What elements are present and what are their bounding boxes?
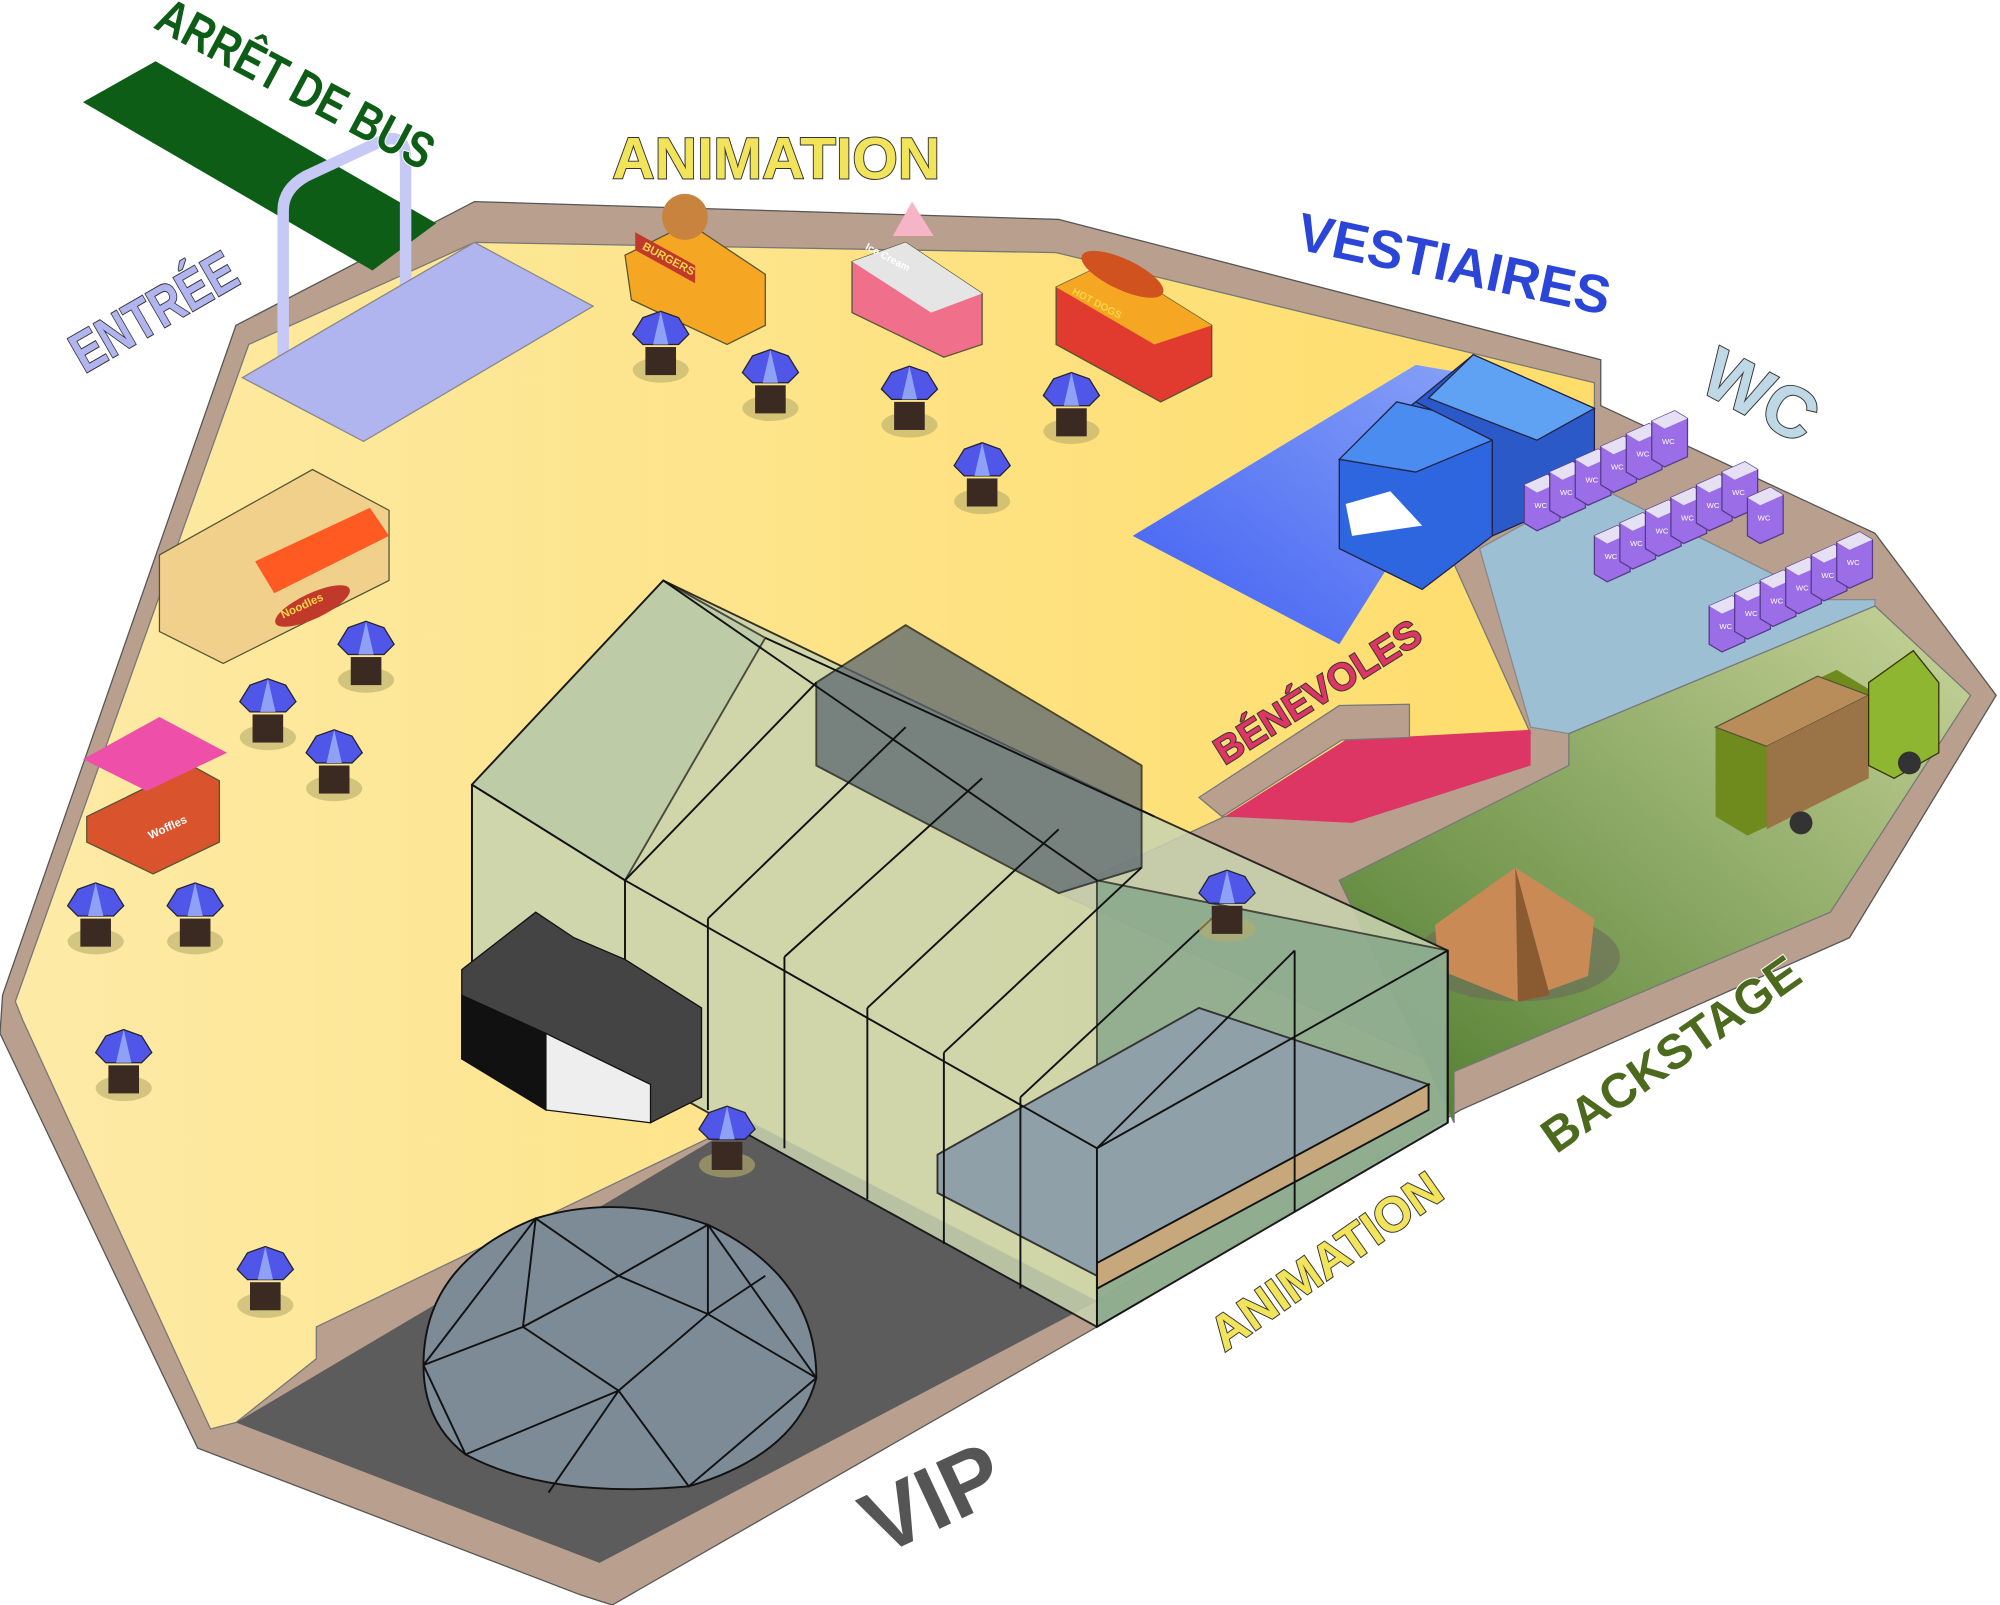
portable-toilet: WC xyxy=(1651,410,1689,468)
umbrella-table xyxy=(953,442,1012,515)
entrance-arch xyxy=(277,132,412,360)
umbrella-table xyxy=(94,1028,153,1102)
volunteers-zone xyxy=(1224,729,1531,823)
wc-sign: WC xyxy=(1847,558,1860,567)
portable-toilet: WC xyxy=(1836,531,1874,589)
umbrella-table xyxy=(880,365,939,438)
delivery-truck xyxy=(1713,649,1940,836)
main-stage-tent xyxy=(470,579,1449,1329)
wc-sign: WC xyxy=(1732,488,1745,497)
label-wc: WC xyxy=(1689,333,1832,460)
wc-sign: WC xyxy=(1636,450,1649,459)
wc-sign: WC xyxy=(1821,571,1834,580)
bus-stop-zone xyxy=(82,61,437,271)
wc-sign: WC xyxy=(1662,437,1675,446)
wc-sign: WC xyxy=(1770,596,1783,605)
umbrella-table xyxy=(1198,869,1256,942)
teepee-tent xyxy=(1415,867,1620,1002)
umbrella-table xyxy=(1042,371,1101,444)
wc-sign: WC xyxy=(1534,501,1547,510)
portable-toilets: WC WC WC WC WC WC WC WC WC WC WC WC WC W… xyxy=(1523,410,1874,653)
umbrella-tables xyxy=(66,310,1256,1318)
wc-sign: WC xyxy=(1719,622,1732,631)
food-truck-noodles: Noodles xyxy=(158,468,390,665)
inner-wall xyxy=(1197,703,1411,818)
wc-sign: WC xyxy=(1707,501,1720,510)
food-truck-burgers: BURGERS xyxy=(624,193,766,346)
umbrella-table xyxy=(698,1105,756,1178)
umbrella-table xyxy=(166,882,225,955)
cloakroom-tents xyxy=(1337,353,1596,591)
wc-zone xyxy=(1478,484,1876,735)
label-animation-top: ANIMATION xyxy=(612,127,940,192)
label-entrance: ENTRÉE xyxy=(59,239,248,385)
wc-sign: WC xyxy=(1560,488,1573,497)
umbrella-table xyxy=(236,1245,295,1318)
wc-sign: WC xyxy=(1611,463,1624,472)
portable-toilet: WC xyxy=(1746,486,1784,545)
food-cart-waffles: Woffles xyxy=(82,717,228,875)
wc-sign: WC xyxy=(1681,514,1694,523)
umbrella-table xyxy=(66,882,125,955)
wc-sign: WC xyxy=(1656,526,1669,535)
wc-sign: WC xyxy=(1758,514,1771,523)
umbrella-table xyxy=(741,348,800,422)
entrance-zone xyxy=(241,241,595,443)
wc-sign: WC xyxy=(1630,539,1643,548)
umbrella-table xyxy=(238,678,297,751)
wc-sign: WC xyxy=(1745,609,1758,618)
umbrella-table xyxy=(305,729,364,802)
food-truck-ice-cream: Ice Cream xyxy=(851,201,983,358)
wc-sign: WC xyxy=(1605,552,1618,561)
umbrella-table xyxy=(631,310,690,383)
wc-sign: WC xyxy=(1585,475,1598,484)
geodesic-dome xyxy=(422,1206,818,1494)
wc-sign: WC xyxy=(1796,584,1809,593)
food-stalls xyxy=(461,911,703,1124)
food-truck-hot-dogs: HOT DOGS xyxy=(1055,250,1213,403)
umbrella-table xyxy=(337,620,395,693)
